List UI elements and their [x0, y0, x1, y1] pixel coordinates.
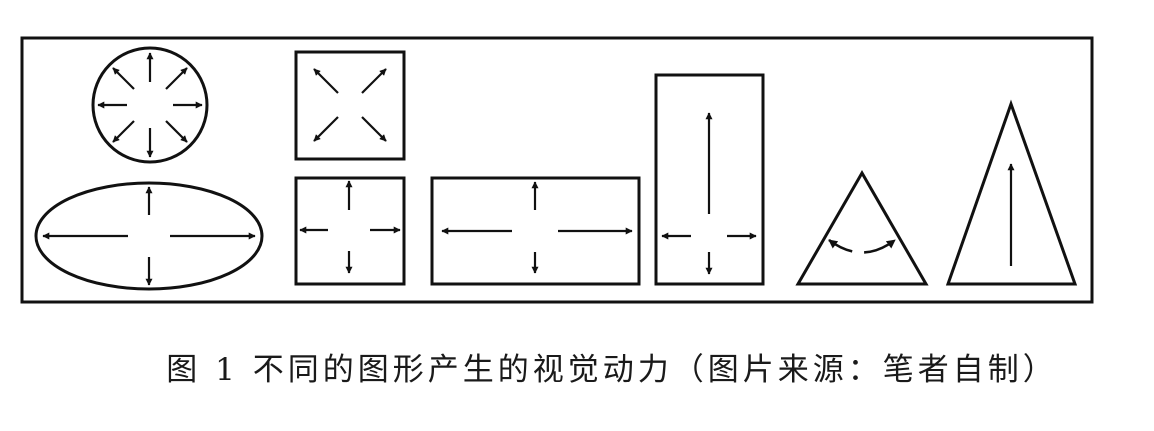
figure-diagram [20, 36, 1094, 304]
tall-triangle-shape [945, 99, 1078, 286]
circle-shape [91, 46, 209, 164]
figure-caption: 图 1 不同的图形产生的视觉动力（图片来源：笔者自制） [166, 352, 1058, 388]
tall-rectangle-arrows [661, 112, 757, 275]
ellipse-shape [34, 181, 264, 291]
wide-rectangle-shape [430, 176, 641, 286]
radial-arrows [97, 52, 203, 158]
small-rectangle-arrows [299, 180, 401, 274]
diagonal-arrows [313, 68, 387, 142]
small-rectangle-shape [294, 176, 406, 286]
square-shape [294, 50, 406, 161]
short-triangle-shape [795, 169, 929, 286]
curved-double-arrow [828, 238, 896, 254]
figure-frame [20, 36, 1094, 304]
ellipse-arrows [42, 186, 256, 286]
wide-rectangle-arrows [441, 181, 633, 274]
tall-rectangle-shape [654, 73, 765, 286]
